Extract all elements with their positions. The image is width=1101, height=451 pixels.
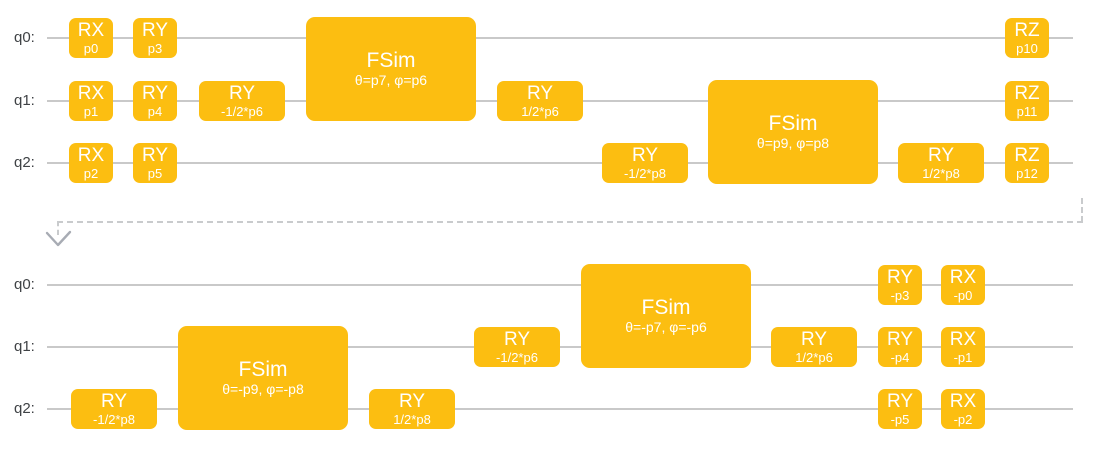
gate-ry: RY -1/2*p6	[199, 81, 285, 121]
gate-rx: RX p0	[69, 18, 113, 58]
gate-param: p12	[1016, 165, 1038, 181]
gate-rx: RX -p1	[941, 327, 985, 367]
wrap-connector-right-segment	[1081, 198, 1083, 222]
gate-param: -p3	[890, 287, 910, 303]
gate-param: -p1	[953, 349, 973, 365]
gate-label: RZ	[1014, 82, 1040, 104]
gate-label: RY	[526, 82, 554, 104]
gate-label: RY	[800, 328, 828, 350]
gate-label: RY	[886, 390, 914, 412]
gate-label: RY	[141, 144, 169, 166]
gate-param: -1/2*p6	[221, 103, 263, 119]
gate-label: RX	[77, 19, 105, 41]
gate-ry: RY 1/2*p8	[898, 143, 984, 183]
gate-label: RY	[141, 82, 169, 104]
gate-ry: RY 1/2*p8	[369, 389, 455, 429]
gate-ry: RY 1/2*p6	[771, 327, 857, 367]
gate-ry: RY 1/2*p6	[497, 81, 583, 121]
gate-param: p0	[83, 40, 99, 56]
qubit-wire-q0	[47, 37, 1073, 39]
gate-rx: RX p1	[69, 81, 113, 121]
gate-label: FSim	[366, 49, 416, 72]
gate-param: -1/2*p6	[496, 349, 538, 365]
qubit-wire-q0	[47, 284, 1073, 286]
qubit-label-q1: q1:	[14, 92, 35, 109]
gate-fsim: FSim θ=-p7, φ=-p6	[581, 264, 751, 368]
gate-label: RY	[631, 144, 659, 166]
gate-param: p4	[147, 103, 163, 119]
gate-param: -p0	[953, 287, 973, 303]
gate-ry: RY -p5	[878, 389, 922, 429]
qubit-label-q1: q1:	[14, 338, 35, 355]
gate-label: RY	[398, 390, 426, 412]
gate-rz: RZ p10	[1005, 18, 1049, 58]
gate-label: FSim	[641, 296, 691, 319]
gate-label: RY	[927, 144, 955, 166]
gate-label: RX	[77, 144, 105, 166]
gate-param: p2	[83, 165, 99, 181]
gate-param: θ=p9, φ=p8	[756, 135, 830, 151]
wrap-connector-horizontal-segment	[57, 221, 1083, 223]
gate-rz: RZ p11	[1005, 81, 1049, 121]
gate-ry: RY -p4	[878, 327, 922, 367]
gate-param: -p4	[890, 349, 910, 365]
gate-fsim: FSim θ=p7, φ=p6	[306, 17, 476, 121]
qubit-label-q2: q2:	[14, 154, 35, 171]
qubit-wire-q1	[47, 346, 1073, 348]
gate-param: θ=p7, φ=p6	[354, 72, 428, 88]
qubit-label-q0: q0:	[14, 29, 35, 46]
gate-rz: RZ p12	[1005, 143, 1049, 183]
gate-label: RX	[949, 328, 977, 350]
qubit-wire-q2	[47, 408, 1073, 410]
arrow-down-icon	[45, 230, 72, 247]
gate-label: RY	[886, 328, 914, 350]
wrap-connector-left-segment	[57, 221, 59, 235]
qubit-label-q0: q0:	[14, 276, 35, 293]
gate-param: p10	[1016, 40, 1038, 56]
gate-param: 1/2*p8	[922, 165, 960, 181]
gate-ry: RY p3	[133, 18, 177, 58]
gate-fsim: FSim θ=-p9, φ=-p8	[178, 326, 348, 430]
gate-label: RZ	[1014, 19, 1040, 41]
gate-param: θ=-p7, φ=-p6	[625, 319, 707, 335]
gate-param: p3	[147, 40, 163, 56]
gate-ry: RY -1/2*p8	[71, 389, 157, 429]
gate-ry: RY p5	[133, 143, 177, 183]
gate-fsim: FSim θ=p9, φ=p8	[708, 80, 878, 184]
gate-param: 1/2*p6	[795, 349, 833, 365]
qubit-wire-q2	[47, 162, 1073, 164]
gate-param: p1	[83, 103, 99, 119]
gate-param: p11	[1016, 103, 1038, 119]
gate-param: -p5	[890, 411, 910, 427]
gate-param: p5	[147, 165, 163, 181]
gate-label: RX	[949, 266, 977, 288]
gate-ry: RY -1/2*p6	[474, 327, 560, 367]
gate-param: 1/2*p8	[393, 411, 431, 427]
gate-ry: RY -p3	[878, 265, 922, 305]
gate-rx: RX -p2	[941, 389, 985, 429]
gate-param: -1/2*p8	[624, 165, 666, 181]
gate-param: 1/2*p6	[521, 103, 559, 119]
gate-label: FSim	[238, 358, 288, 381]
gate-label: RY	[100, 390, 128, 412]
gate-label: RY	[886, 266, 914, 288]
gate-ry: RY p4	[133, 81, 177, 121]
gate-label: FSim	[768, 112, 818, 135]
gate-param: θ=-p9, φ=-p8	[222, 381, 304, 397]
gate-label: RX	[949, 390, 977, 412]
gate-param: -p2	[953, 411, 973, 427]
gate-label: RY	[141, 19, 169, 41]
gate-rx: RX p2	[69, 143, 113, 183]
gate-rx: RX -p0	[941, 265, 985, 305]
gate-label: RZ	[1014, 144, 1040, 166]
gate-label: RX	[77, 82, 105, 104]
gate-label: RY	[228, 82, 256, 104]
gate-ry: RY -1/2*p8	[602, 143, 688, 183]
gate-param: -1/2*p8	[93, 411, 135, 427]
qubit-label-q2: q2:	[14, 400, 35, 417]
gate-label: RY	[503, 328, 531, 350]
